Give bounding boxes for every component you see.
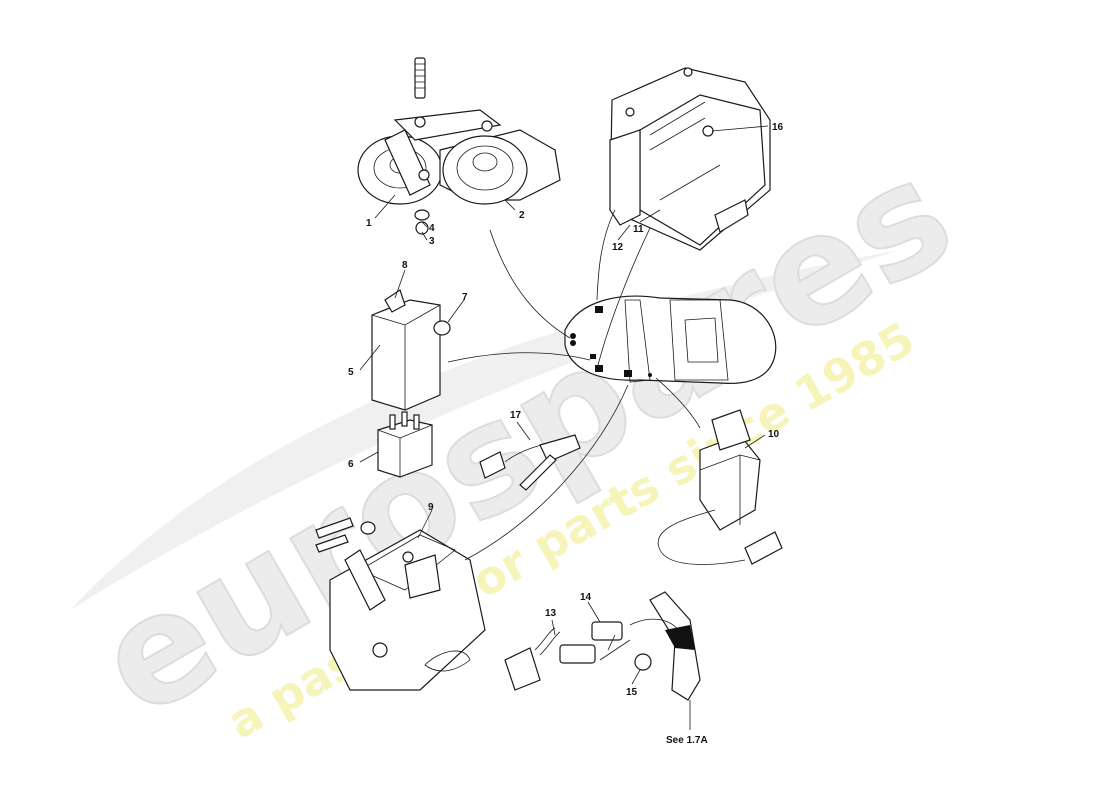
siren-unit (315, 517, 486, 691)
callout-4: 4 (429, 223, 435, 234)
callout-12: 12 (612, 242, 624, 253)
control-module (609, 67, 771, 251)
callout-7: 7 (462, 292, 468, 303)
callout-6: 6 (348, 459, 354, 470)
relay-assembly (371, 289, 451, 478)
callout-labels: 1 2 3 4 5 6 7 8 9 10 11 12 13 14 15 16 1… (348, 122, 784, 746)
callout-15: 15 (626, 687, 638, 698)
lamp-switch (479, 434, 581, 491)
callout-17: 17 (510, 410, 522, 421)
callout-5: 5 (348, 367, 354, 378)
location-arrows (447, 209, 701, 561)
callout-1: 1 (366, 218, 372, 229)
see-reference: See 1.7A (666, 735, 708, 746)
callout-3: 3 (429, 236, 435, 247)
callout-14: 14 (580, 592, 592, 603)
horn-assembly (357, 57, 561, 235)
callout-2: 2 (519, 210, 525, 221)
callout-13: 13 (545, 608, 557, 619)
car-outline (564, 295, 777, 384)
callout-9: 9 (428, 502, 434, 513)
bonnet-switch (657, 409, 783, 565)
leader-lines (359, 125, 769, 730)
callout-10: 10 (768, 429, 780, 440)
sensor-connectors (504, 591, 701, 701)
callout-16: 16 (772, 122, 784, 133)
callout-8: 8 (402, 260, 408, 271)
callout-11: 11 (633, 224, 644, 235)
